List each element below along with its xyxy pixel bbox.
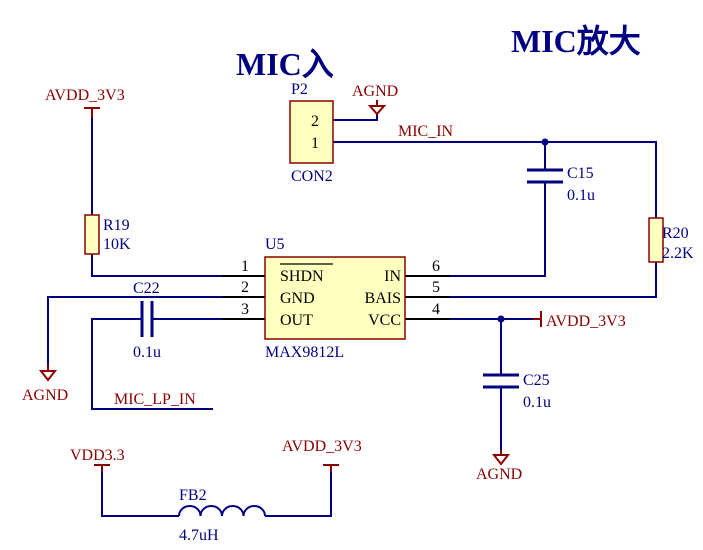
u5-pin-out: OUT xyxy=(280,312,313,329)
wire-p2-agnd xyxy=(333,114,378,121)
u5-pin-gnd: GND xyxy=(280,290,315,307)
wire-r20-bais xyxy=(405,262,657,298)
fb2-ref: FB2 xyxy=(179,487,207,504)
wire-mic-in xyxy=(333,141,657,218)
u5-pin3-num: 3 xyxy=(241,301,249,318)
p2-part: CON2 xyxy=(291,168,333,185)
c25-capacitor: C25 0.1u xyxy=(483,372,551,411)
p2-pin1: 1 xyxy=(311,135,319,152)
c22-ref: C22 xyxy=(133,280,160,297)
p2-ref: P2 xyxy=(291,81,308,98)
r20-body xyxy=(648,217,664,263)
u5-pin-bais: BAIS xyxy=(365,290,401,307)
r20-resistor: R20 2.2K xyxy=(648,217,694,263)
agnd-c25-symbol xyxy=(491,454,511,466)
u5-pin-shdn: SHDN xyxy=(280,268,324,285)
c15-value: 0.1u xyxy=(567,187,595,204)
r19-ref: R19 xyxy=(103,217,130,234)
junction-vcc xyxy=(497,315,505,323)
wire-fb2-avdd xyxy=(265,472,332,517)
title-mic-in: MIC入 xyxy=(236,46,334,82)
p2-pin2: 2 xyxy=(311,113,319,130)
u5-part: MAX9812L xyxy=(265,344,344,361)
c15-ref: C15 xyxy=(567,165,594,182)
net-agnd-left: AGND xyxy=(22,387,68,404)
u5-pin5-num: 5 xyxy=(432,279,440,296)
title-mic-amp: MIC放大 xyxy=(511,23,641,59)
c25-value: 0.1u xyxy=(523,394,551,411)
p2-body xyxy=(289,100,334,164)
r19-body xyxy=(84,214,100,255)
net-avdd-right: AVDD_3V3 xyxy=(546,313,626,330)
wire-c22-mic-lp xyxy=(91,318,213,410)
net-mic-lp-in: MIC_LP_IN xyxy=(114,391,196,408)
c15-capacitor: C15 0.1u xyxy=(527,165,595,204)
u5-pin4-num: 4 xyxy=(432,301,440,318)
c22-capacitor: C22 0.1u xyxy=(133,280,161,361)
u5-pin6-num: 6 xyxy=(432,258,440,275)
u5-pin-in: IN xyxy=(384,268,401,285)
c22-value: 0.1u xyxy=(133,344,161,361)
net-avdd-fb2: AVDD_3V3 xyxy=(282,438,362,455)
net-agnd-p2: AGND xyxy=(352,83,398,100)
net-agnd-c25: AGND xyxy=(476,466,522,483)
c25-ref: C25 xyxy=(523,372,550,389)
p2-connector: P2 CON2 2 1 xyxy=(289,81,334,185)
power-symbols xyxy=(38,100,542,472)
u5-body xyxy=(264,256,406,340)
wire-r19-shdn xyxy=(91,254,265,277)
agnd-p2-symbol xyxy=(367,105,387,116)
u5-chip: U5 MAX9812L 1 2 3 6 5 4 SHDN GND OUT IN … xyxy=(222,236,450,361)
junction-mic-in xyxy=(541,138,549,146)
net-mic-in: MIC_IN xyxy=(398,123,454,140)
u5-pin-vcc: VCC xyxy=(368,312,401,329)
r20-ref: R20 xyxy=(662,225,689,242)
fb2-inductor: FB2 4.7uH xyxy=(178,487,266,544)
fb2-coil xyxy=(178,505,266,517)
wire-c15-in xyxy=(405,182,546,277)
net-avdd-top-left: AVDD_3V3 xyxy=(45,87,125,104)
r20-value: 2.2K xyxy=(662,245,694,262)
wire-gnd-agnd xyxy=(47,296,265,365)
r19-resistor: R19 10K xyxy=(84,214,131,255)
fb2-value: 4.7uH xyxy=(179,527,219,544)
u5-pin2-num: 2 xyxy=(241,279,249,296)
r19-value: 10K xyxy=(103,236,131,253)
net-vdd33: VDD3.3 xyxy=(70,447,125,464)
u5-pin1-num: 1 xyxy=(241,258,249,275)
agnd-left-symbol xyxy=(38,370,58,382)
u5-ref: U5 xyxy=(265,236,285,253)
wire-vdd-fb2 xyxy=(101,472,179,517)
